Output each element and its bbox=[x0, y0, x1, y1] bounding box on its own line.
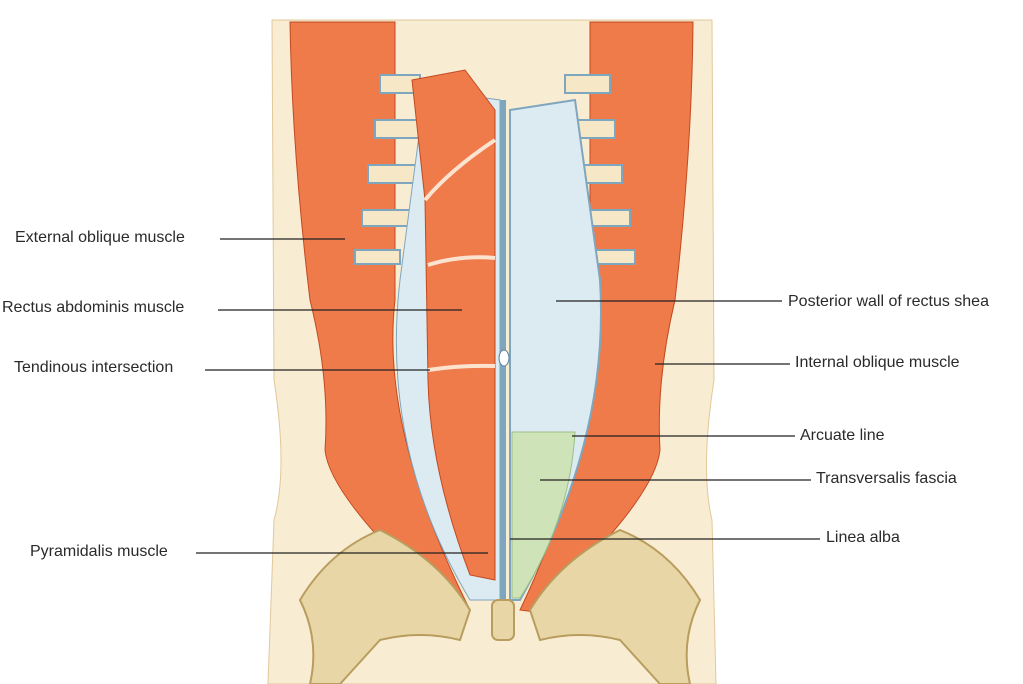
label-arcuate-line: Arcuate line bbox=[800, 427, 885, 444]
tendinous-intersection-lines bbox=[423, 138, 497, 372]
label-external-oblique: External oblique muscle bbox=[15, 229, 185, 246]
leader-lines bbox=[196, 238, 820, 554]
transversalis-fascia bbox=[511, 431, 576, 599]
label-pyramidalis: Pyramidalis muscle bbox=[30, 543, 168, 560]
pelvis bbox=[298, 528, 702, 684]
label-posterior-wall: Posterior wall of rectus shea bbox=[788, 293, 989, 310]
label-linea-alba: Linea alba bbox=[826, 529, 900, 546]
label-tendinous-intersection: Tendinous intersection bbox=[14, 359, 174, 376]
umbilicus bbox=[498, 349, 510, 367]
label-internal-oblique: Internal oblique muscle bbox=[795, 354, 960, 371]
label-rectus-abdominis: Rectus abdominis muscle bbox=[2, 299, 185, 316]
label-transversalis-fascia: Transversalis fascia bbox=[816, 470, 957, 487]
rectus-abdominis bbox=[411, 69, 496, 581]
left-external-oblique bbox=[289, 21, 471, 613]
